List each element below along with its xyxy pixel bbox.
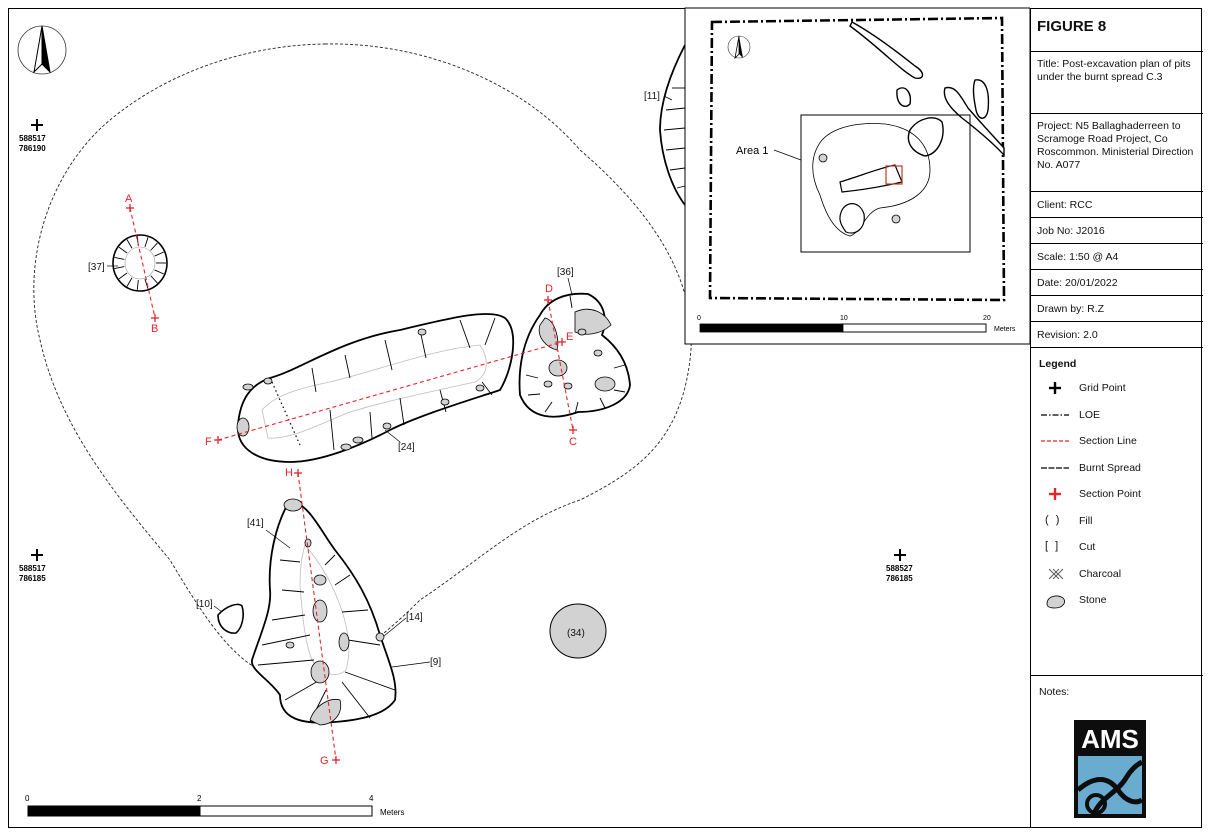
feature-34-fill (549, 603, 607, 659)
section-label-b: B (151, 323, 158, 335)
svg-text:2: 2 (197, 794, 202, 803)
svg-text:786185: 786185 (19, 574, 46, 583)
label-feature-9: [9] (430, 657, 441, 668)
section-label-f: F (205, 436, 212, 448)
cut-icon: [ ] (1041, 539, 1069, 555)
legend-item-section-point: Section Point (1031, 484, 1203, 504)
feature-9-cut (251, 498, 397, 726)
figure-title: Title: Post-excavation plan of pits unde… (1031, 52, 1203, 114)
revision: Revision: 2.0 (1031, 322, 1203, 348)
feature-24-cut (236, 313, 515, 463)
label-feature-24: [24] (398, 442, 415, 453)
section-lines (129, 207, 574, 761)
inset-north-arrow-icon (727, 35, 751, 60)
label-feature-11: [11] (644, 91, 660, 102)
notes-panel: Notes: AMS (1031, 676, 1203, 828)
svg-text:20: 20 (983, 315, 991, 322)
legend-label: Section Point (1079, 488, 1141, 500)
title-block: FIGURE 8 Title: Post-excavation plan of … (1030, 8, 1203, 828)
legend-label: Section Line (1079, 435, 1137, 447)
section-point-icon (1041, 486, 1069, 502)
legend-item-section-line: Section Line (1031, 431, 1203, 451)
fill-glyph: ( ) (1045, 513, 1062, 526)
section-line-icon (1041, 433, 1069, 449)
project-info: Project: N5 Ballaghaderreen to Scramoge … (1031, 114, 1203, 192)
svg-text:588517: 588517 (19, 134, 46, 143)
main-scale-bar: 0 2 4 Meters (25, 794, 404, 817)
feature-37-cut (112, 234, 168, 292)
grid-point-2: 588517 786185 (19, 549, 46, 583)
section-label-d: D (545, 283, 553, 295)
label-feature-36: [36] (557, 267, 574, 278)
legend-label: Stone (1079, 594, 1107, 606)
label-feature-10: [10] (196, 599, 213, 610)
legend-label: Cut (1079, 541, 1096, 553)
legend-item-stone: Stone (1031, 590, 1203, 610)
grid-point-1: 588517 786190 (19, 119, 46, 153)
svg-text:Meters: Meters (380, 808, 404, 817)
drawing-sheet (8, 8, 1202, 828)
stone-icon (1041, 592, 1069, 609)
section-label-a: A (125, 193, 133, 205)
label-feature-41: [41] (247, 518, 264, 529)
svg-text:0: 0 (25, 794, 30, 803)
burnt-spread-outline (33, 43, 692, 679)
burnt-spread-icon (1041, 460, 1069, 476)
scale-info: Scale: 1:50 @ A4 (1031, 244, 1203, 270)
grid-point-icon (1041, 380, 1069, 396)
legend-item-charcoal: Charcoal (1031, 564, 1203, 584)
label-feature-37: [37] (88, 262, 105, 273)
inset-area-label: Area 1 (736, 145, 768, 157)
svg-text:10: 10 (840, 315, 848, 322)
label-feature-34: (34) (567, 628, 585, 639)
site-plan: A B F E D C H G [37] [36] [24] [41] [10]… (17, 7, 1030, 817)
drawn-by: Drawn by: R.Z (1031, 296, 1203, 322)
legend-item-cut: [ ] Cut (1031, 537, 1203, 557)
feature-11-cut (659, 44, 686, 206)
fill-icon: ( ) (1041, 513, 1069, 529)
svg-text:4: 4 (369, 794, 374, 803)
notes-label: Notes: (1039, 686, 1070, 698)
svg-text:786185: 786185 (886, 574, 913, 583)
legend-label: Fill (1079, 514, 1093, 527)
client-info: Client: RCC (1031, 192, 1203, 218)
loe-icon (1041, 407, 1069, 423)
svg-text:0: 0 (697, 315, 701, 322)
inset-map: Area 1 0 10 20 Meters (684, 7, 1030, 345)
legend-item-loe: LOE (1031, 405, 1203, 425)
svg-text:Meters: Meters (994, 326, 1016, 333)
legend-label: Burnt Spread (1079, 461, 1141, 474)
section-label-g: G (320, 755, 329, 767)
date-info: Date: 20/01/2022 (1031, 270, 1203, 296)
svg-text:588527: 588527 (886, 564, 913, 573)
charcoal-icon (1041, 566, 1069, 582)
cut-glyph: [ ] (1045, 540, 1061, 552)
feature-10-cut (217, 603, 244, 634)
section-label-c: C (569, 436, 577, 448)
job-number: Job No: J2016 (1031, 218, 1203, 244)
legend-label: Grid Point (1079, 382, 1126, 394)
svg-text:786190: 786190 (19, 144, 46, 153)
north-arrow-icon (17, 25, 67, 75)
feature-36-cut (518, 292, 631, 418)
legend-item-fill: ( ) Fill (1031, 511, 1203, 531)
grid-point-3: 588527 786185 (886, 549, 913, 583)
ams-logo-icon: AMS (1074, 720, 1146, 818)
section-point-markers (126, 204, 577, 764)
label-feature-14: [14] (406, 612, 423, 623)
legend-label: LOE (1079, 408, 1101, 421)
legend-label: Charcoal (1079, 567, 1122, 580)
svg-text:588517: 588517 (19, 564, 46, 573)
legend-title: Legend (1039, 358, 1077, 370)
figure-number: FIGURE 8 (1031, 8, 1203, 52)
legend-item-grid-point: Grid Point (1031, 378, 1203, 398)
legend-item-burnt-spread: Burnt Spread (1031, 458, 1203, 478)
section-label-h: H (285, 467, 293, 479)
svg-text:AMS: AMS (1081, 724, 1139, 754)
section-label-e: E (566, 331, 573, 343)
